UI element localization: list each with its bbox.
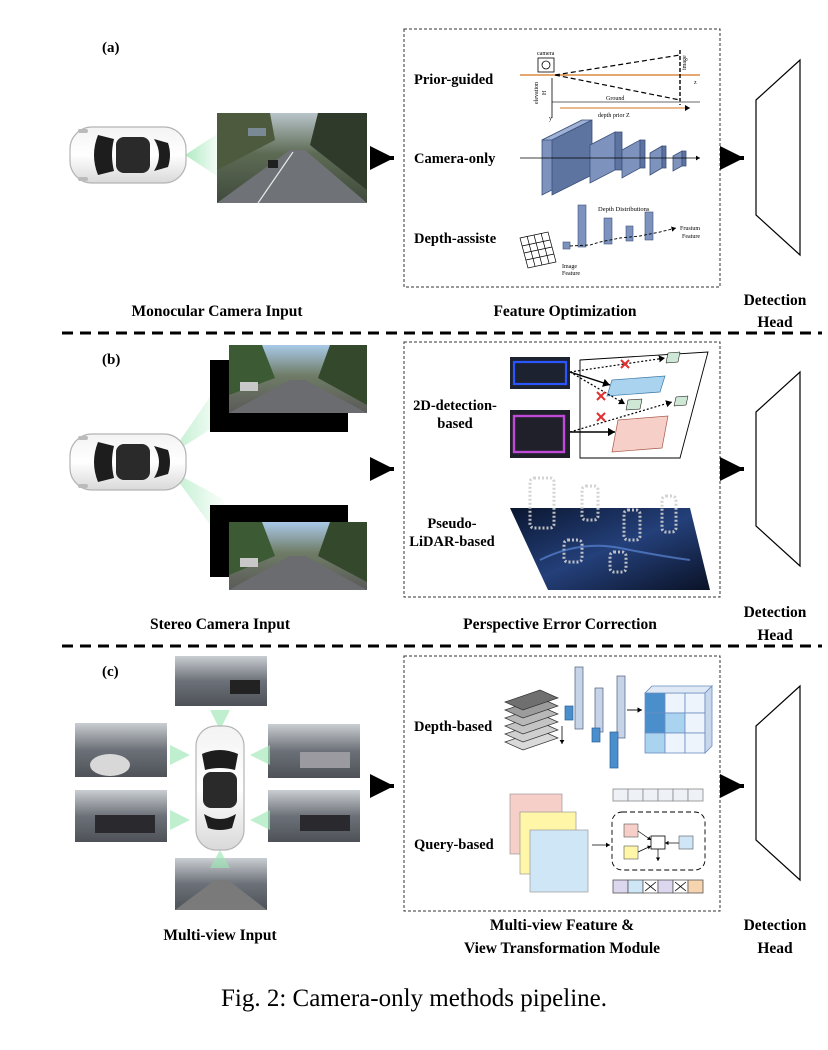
detection-head-a xyxy=(755,58,801,257)
stereo-car xyxy=(69,375,225,545)
detection-head-b-label-2: Head xyxy=(757,627,793,644)
panel-c: (c) xyxy=(75,655,807,957)
view-front-right xyxy=(268,724,360,778)
svg-text:depth prior Z: depth prior Z xyxy=(598,113,630,119)
detection-head-c-label-2: Head xyxy=(757,940,793,957)
monocular-input-label: Monocular Camera Input xyxy=(131,303,303,320)
method-prior-guided: Prior-guided xyxy=(414,72,493,88)
method-2d-detection-line1: 2D-detection- xyxy=(413,398,497,414)
svg-text:y: y xyxy=(549,116,552,122)
perspective-correction-box xyxy=(403,341,721,598)
camera-only-encoder xyxy=(520,119,700,196)
2d-detection-diagram xyxy=(510,351,709,459)
svg-text:H: H xyxy=(542,90,548,95)
perspective-correction-label: Perspective Error Correction xyxy=(463,616,657,633)
pseudo-lidar-view xyxy=(510,476,710,590)
query-based-diagram xyxy=(509,788,706,894)
feature-optimization-label: Feature Optimization xyxy=(493,303,636,320)
multi-view-input-label: Multi-view Input xyxy=(163,927,277,944)
depth-assisted-diagram: Image Feature Depth Distributions Frustu… xyxy=(519,204,700,277)
multi-view-photos xyxy=(75,656,360,910)
svg-text:Image: Image xyxy=(562,264,577,270)
ego-car xyxy=(69,126,220,184)
method-2d-detection-line2: based xyxy=(437,416,472,432)
view-back-right xyxy=(268,790,360,842)
panel-a-tag: (a) xyxy=(102,40,120,56)
svg-text:Depth Distributions: Depth Distributions xyxy=(598,206,650,213)
figure-caption: Fig. 2: Camera-only methods pipeline. xyxy=(220,985,608,1012)
detection-head-c-label-1: Detection xyxy=(744,917,807,934)
method-pseudo-lidar-line1: Pseudo- xyxy=(427,516,476,532)
panel-b-tag: (b) xyxy=(102,352,120,368)
method-camera-only: Camera-only xyxy=(414,151,496,167)
prior-guided-diagram: camera image Ground depth prior Z elevat… xyxy=(520,50,700,122)
view-front-left xyxy=(75,723,167,777)
panel-b: (b) Stereo Camera Input 2D-detection- xyxy=(69,341,807,644)
svg-text:elevation: elevation xyxy=(534,82,540,104)
multi-view-car xyxy=(170,710,270,868)
view-back-left xyxy=(75,790,167,842)
depth-based-diagram xyxy=(504,666,713,769)
method-depth-based: Depth-based xyxy=(414,719,492,735)
svg-text:Feature: Feature xyxy=(682,234,700,240)
panel-c-tag: (c) xyxy=(102,664,119,680)
stereo-photo-top xyxy=(210,345,367,432)
detection-head-b-label-1: Detection xyxy=(744,604,807,621)
view-transform-label-2: View Transformation Module xyxy=(464,940,660,957)
detection-head-c xyxy=(755,684,801,882)
view-transform-box xyxy=(403,655,721,912)
detection-head-a-label-1: Detection xyxy=(744,292,807,309)
view-front xyxy=(175,656,267,706)
method-pseudo-lidar-line2: LiDAR-based xyxy=(409,534,494,550)
stereo-input-label: Stereo Camera Input xyxy=(150,616,291,633)
stereo-photo-bottom xyxy=(210,505,367,590)
svg-text:Feature: Feature xyxy=(562,271,580,277)
detection-head-b xyxy=(755,370,801,568)
svg-text:camera: camera xyxy=(537,51,555,57)
detection-head-a-label-2: Head xyxy=(757,314,793,331)
view-transform-label-1: Multi-view Feature & xyxy=(490,917,634,934)
monocular-photo xyxy=(217,113,367,204)
svg-text:Frustum: Frustum xyxy=(680,226,700,232)
svg-text:image: image xyxy=(682,55,688,70)
method-query-based: Query-based xyxy=(414,837,494,853)
method-depth-assiste: Depth-assiste xyxy=(414,231,497,247)
svg-text:z: z xyxy=(694,80,697,86)
svg-text:Ground: Ground xyxy=(606,96,624,102)
panel-a: (a) Monocular Camera Input Prior-guided … xyxy=(69,28,807,331)
